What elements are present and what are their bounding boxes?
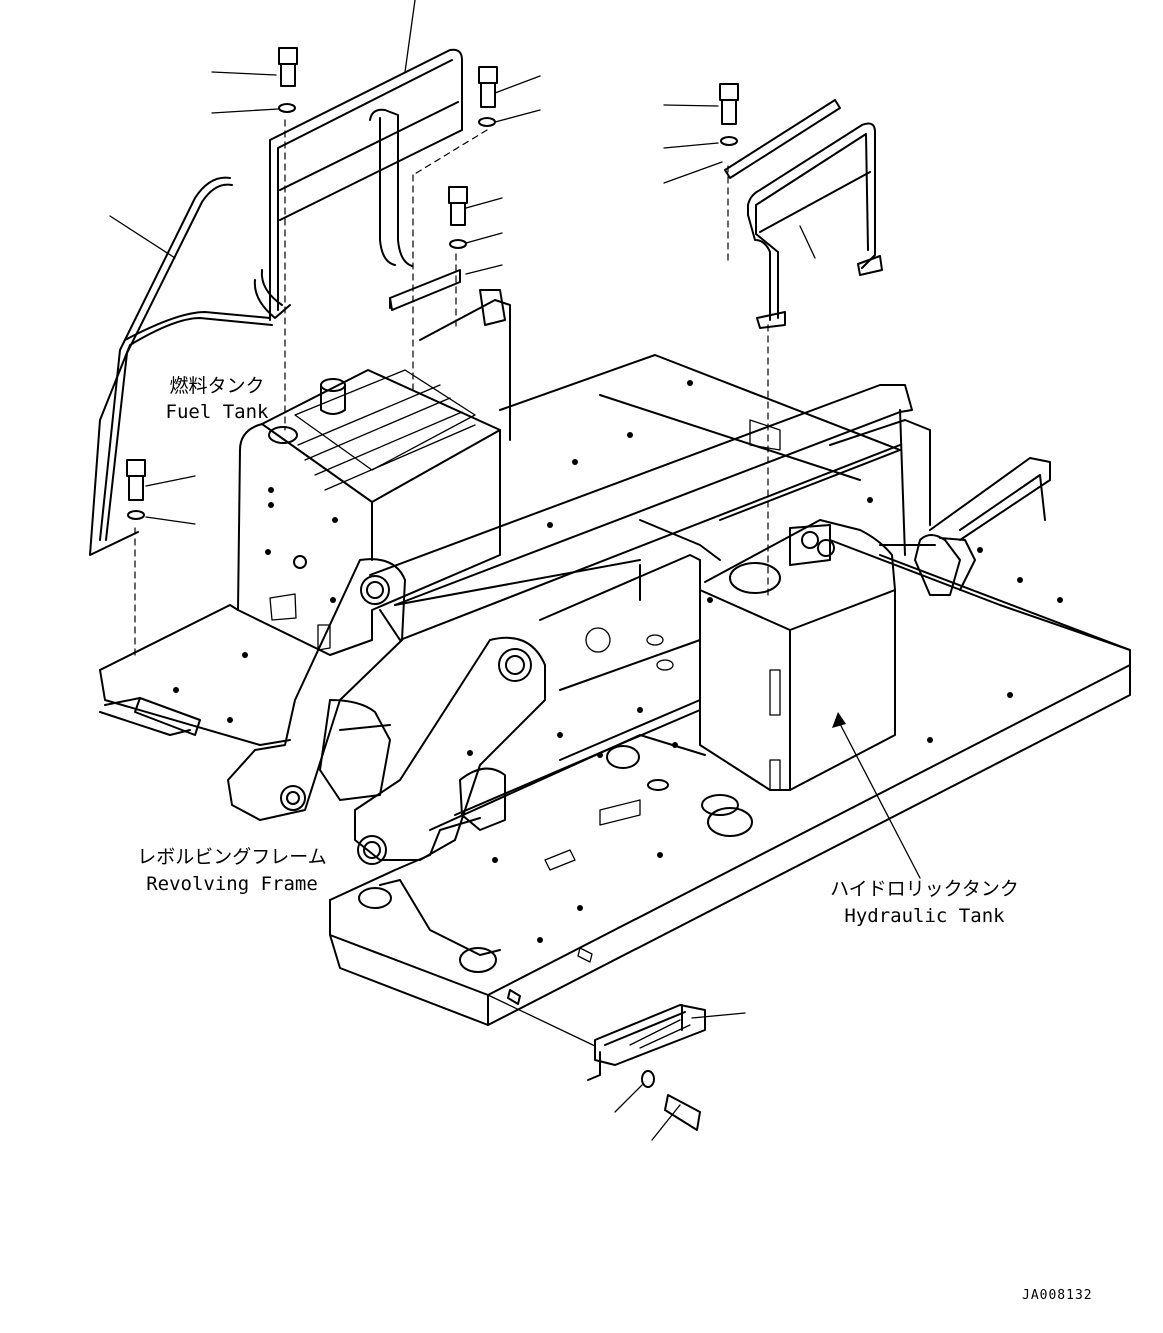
detail-dots bbox=[173, 380, 1063, 943]
step-bracket bbox=[587, 1004, 706, 1081]
fuel-tank-label-en: Fuel Tank bbox=[165, 401, 269, 423]
drawing-code: JA008132 bbox=[1022, 1288, 1093, 1303]
leader-lines bbox=[109, 0, 921, 1141]
handrail-left bbox=[89, 48, 463, 556]
arrow-head-icon bbox=[832, 712, 846, 728]
bracket-middle bbox=[389, 269, 461, 311]
revolving-frame-label-jp: レボルビングフレーム bbox=[137, 846, 327, 868]
lower-deck bbox=[99, 604, 1131, 1026]
hydraulic-tank bbox=[699, 519, 896, 791]
hydraulic-tank-label-jp: ハイドロリックタンク bbox=[830, 878, 1019, 900]
fuel-tank bbox=[237, 369, 501, 656]
handrail-right bbox=[724, 99, 883, 329]
revolving-frame-label-en: Revolving Frame bbox=[146, 873, 318, 895]
hydraulic-tank-label-en: Hydraulic Tank bbox=[844, 905, 1005, 927]
boom-mount bbox=[227, 554, 701, 865]
bolts-washers bbox=[126, 47, 739, 1131]
fuel-tank-label-jp: 燃料タンク bbox=[169, 375, 265, 397]
frame-beams bbox=[369, 289, 1131, 666]
